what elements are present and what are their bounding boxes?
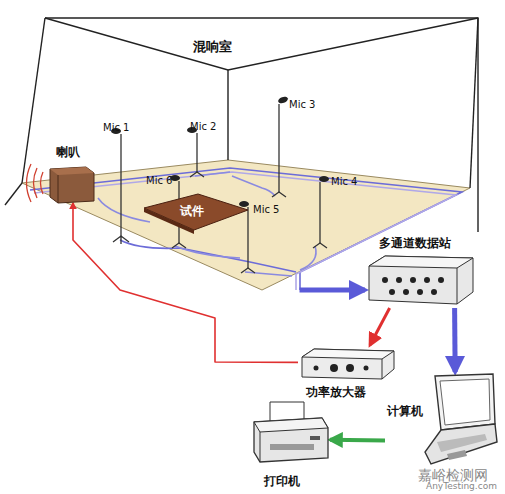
mic-label: Mic 6 <box>146 175 172 186</box>
mic-label: Mic 5 <box>253 204 279 215</box>
watermark: AnyTesting.com <box>426 482 497 492</box>
signal-arrow <box>370 308 390 345</box>
microphones <box>111 95 329 273</box>
node-text: 计算机 <box>387 404 423 418</box>
signal-arrow <box>300 288 366 293</box>
computer-laptop: 计算机 <box>385 372 500 467</box>
printer: 打印机 <box>250 400 330 490</box>
node-text: 混响室 <box>193 39 232 55</box>
node-text: 打印机 <box>264 474 300 488</box>
mic-label: Mic 1 <box>103 122 129 133</box>
mic-label: Mic 3 <box>289 99 315 110</box>
mic-label: Mic 2 <box>190 121 216 132</box>
room-edges <box>5 18 478 232</box>
data-station: 多通道数据站 <box>365 236 477 308</box>
node-text: 喇叭 <box>56 145 80 159</box>
speaker-box: 喇叭 <box>46 145 100 203</box>
node-text: 试件 <box>180 204 204 218</box>
sound-waves <box>27 164 44 202</box>
specimen-plate: 试件 <box>140 192 250 234</box>
signal-arrow <box>73 203 298 362</box>
signal-arrow <box>452 308 458 372</box>
node-text: 多通道数据站 <box>379 236 451 250</box>
node-text: 功率放大器 <box>306 385 366 399</box>
signal-arrow <box>330 438 385 443</box>
mic-label: Mic 4 <box>331 176 357 187</box>
computer-laptop-icon <box>385 372 500 467</box>
power-amplifier: 功率放大器 <box>298 345 398 403</box>
